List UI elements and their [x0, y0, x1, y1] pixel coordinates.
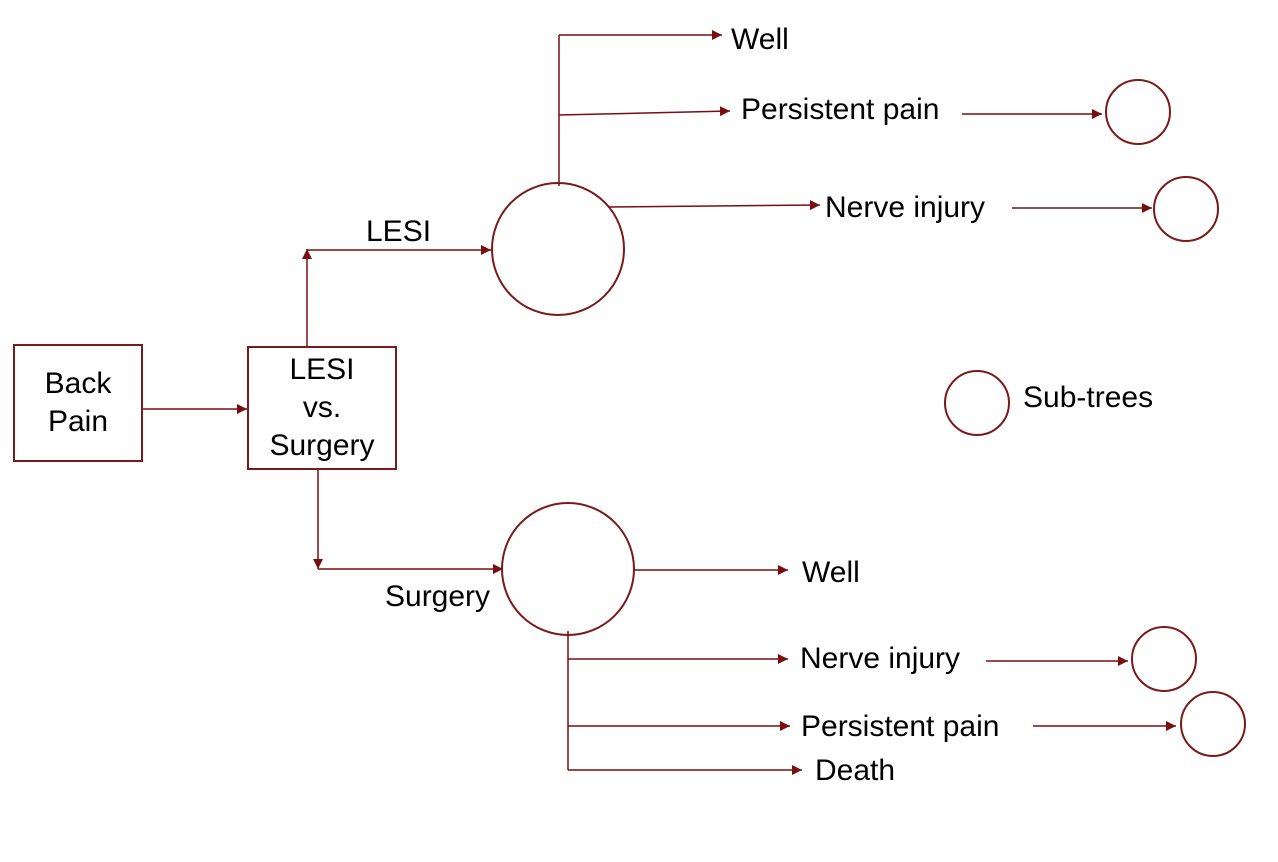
outcome-lesi-nerve-injury: Nerve injury: [825, 191, 986, 224]
back-pain-line-1: Back: [44, 367, 112, 400]
decision-label: LESI vs. Surgery: [269, 351, 374, 465]
decision-line-2: vs.: [302, 391, 342, 424]
outcome-surgery-persistent-pain: Persistent pain: [801, 710, 1000, 743]
back-pain-line-2: Pain: [47, 405, 109, 438]
outcome-lesi-persistent-pain: Persistent pain: [741, 93, 940, 126]
edge-lesi-persistent: [558, 106, 731, 117]
legend-subtree-icon: [944, 370, 1010, 436]
decision-line-3: Surgery: [269, 429, 375, 462]
subtree-node-lesi-persistent: [1105, 79, 1171, 145]
branch-label-lesi: LESI: [366, 215, 432, 248]
subtree-node-surgery-persistent: [1180, 691, 1246, 757]
back-pain-node: Back Pain: [13, 344, 143, 462]
edge-lesi-nerve: [607, 200, 821, 211]
outcome-lesi-well: Well: [731, 23, 789, 56]
lesi-chance-node: [491, 182, 625, 316]
outcome-surgery-death: Death: [815, 754, 896, 787]
outcome-surgery-nerve-injury: Nerve injury: [800, 642, 961, 675]
back-pain-label: Back Pain: [45, 365, 112, 441]
subtree-node-lesi-nerve: [1153, 176, 1219, 242]
legend-label: Sub-trees: [1023, 381, 1154, 414]
decision-node: LESI vs. Surgery: [247, 346, 397, 470]
surgery-chance-node: [501, 502, 635, 636]
subtree-node-surgery-nerve: [1131, 626, 1197, 692]
outcome-surgery-well: Well: [802, 556, 860, 589]
decision-line-1: LESI: [289, 353, 355, 386]
branch-label-surgery: Surgery: [385, 580, 491, 613]
